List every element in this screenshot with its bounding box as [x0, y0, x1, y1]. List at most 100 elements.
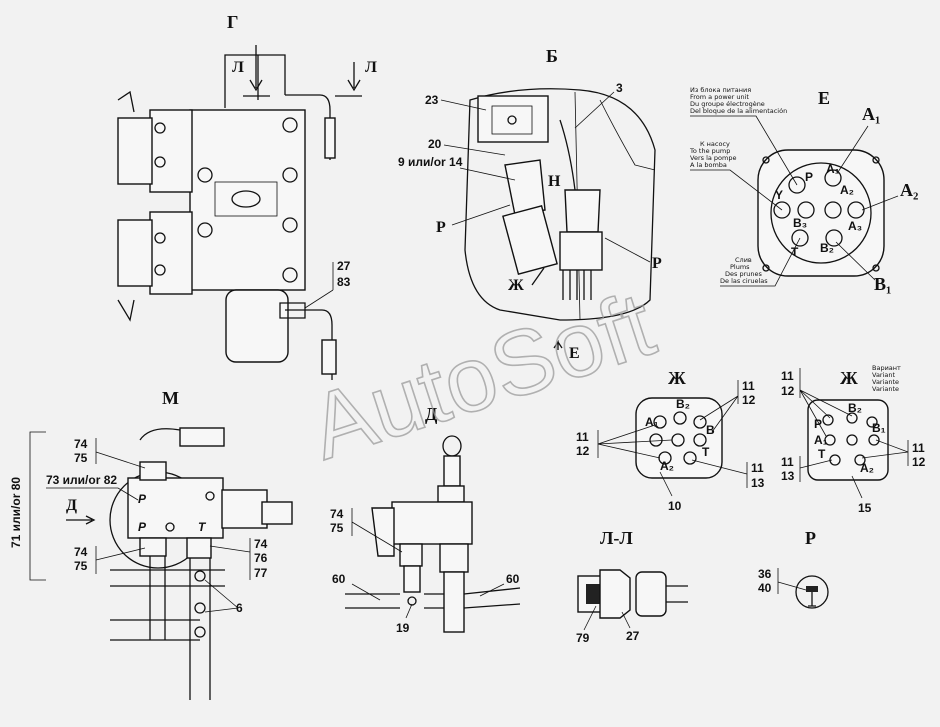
controller-screen	[491, 105, 533, 135]
port-a1: A₁	[826, 162, 840, 176]
zh1-callout-12b: 12	[576, 444, 590, 458]
bottom-right-pipe	[285, 309, 333, 380]
callout-20: 20	[428, 137, 442, 151]
zh2-callout-11c: 11	[781, 455, 794, 469]
view-d-title: Д	[425, 404, 438, 424]
lower-horizontal-pipes	[110, 619, 200, 641]
m-callout-77: 77	[254, 566, 268, 580]
actuator-body	[221, 489, 268, 529]
zh1-port-b2: B₂	[676, 397, 690, 411]
note-drain: Слив Plums Des prunes De las ciruelas	[720, 237, 801, 287]
upper-hose-fitting	[179, 427, 225, 447]
zh1-port-b: B	[706, 423, 715, 437]
note-pump: К насосу To the pump Vers la pompe A la …	[689, 140, 783, 211]
d-lower-stem	[403, 565, 421, 593]
d-callout-75: 75	[330, 521, 344, 535]
port-a3: A₃	[848, 219, 862, 233]
d-top-nut	[437, 485, 465, 503]
m-port-p-bottom: P	[138, 520, 147, 534]
mark-zh: Ж	[508, 277, 524, 294]
view-zh1-title: Ж	[668, 368, 686, 388]
zh1-callout-12a: 12	[742, 393, 756, 407]
left-vertical-pipes	[149, 556, 166, 640]
d-handle	[371, 507, 395, 557]
zh1-callout-11c: 11	[751, 461, 764, 475]
callout-27: 27	[337, 259, 351, 273]
zh2-port-b1: B₁	[872, 421, 886, 435]
view-m-title: М	[162, 388, 179, 408]
zh1-port-t: T	[702, 445, 710, 459]
variant-ru: Вариант	[872, 364, 901, 372]
view-zh2-title: Ж	[840, 368, 858, 388]
ll-body	[599, 569, 631, 619]
leader-27-83	[304, 262, 334, 309]
arrow-e	[553, 339, 563, 350]
svg-text:Du groupe électrogène: Du groupe électrogène	[690, 100, 765, 108]
zh1-plate	[635, 397, 723, 479]
joystick-left-base	[502, 204, 558, 276]
d-actuator	[391, 501, 473, 545]
m-callout-74b: 74	[74, 545, 88, 559]
callout-83: 83	[337, 275, 351, 289]
callout-a2: A₂	[900, 180, 918, 200]
valve-body	[189, 109, 306, 291]
zh1-port-a1: A₁	[645, 415, 659, 429]
view-g-title: Г	[227, 12, 238, 32]
m-callout-73-82: 73 или/or 82	[46, 473, 117, 487]
upper-coil	[117, 117, 153, 185]
fitting-74-76-77	[186, 537, 212, 559]
view-g: Г Л Л	[117, 12, 377, 380]
vertical-pipes	[189, 558, 211, 700]
zh1-callout-10: 10	[668, 499, 682, 513]
m-callout-6: 6	[236, 601, 243, 615]
variant-en: Variant	[872, 371, 896, 379]
view-b: Б 23 20 9 или/or 14 3 Р Р Н Ж Е	[398, 46, 662, 362]
section-mark-right: Л	[365, 59, 377, 76]
zh2-callout-13: 13	[781, 469, 795, 483]
callout-b1: B₁	[874, 274, 891, 294]
port-p: P	[805, 170, 813, 184]
callout-a1: A₁	[862, 104, 880, 124]
callout-23: 23	[425, 93, 439, 107]
zh1-port-a2: A₂	[660, 459, 674, 473]
d-fitting-74-75	[399, 543, 423, 567]
zh1-callout-13: 13	[751, 476, 765, 490]
right-base-wires	[562, 270, 592, 300]
m-callout-75b: 75	[74, 559, 88, 573]
m-callout-74a: 74	[74, 437, 88, 451]
m-callout-74c: 74	[254, 537, 268, 551]
section-mark-left: Л	[232, 59, 244, 76]
zh1-ports	[649, 411, 707, 465]
zh2-port-a2: A₂	[860, 461, 874, 475]
ll-callout-27: 27	[626, 629, 640, 643]
view-zh-1: Ж B₂ A₁ B A₂ T 11 12 11 12 11 13 10	[576, 368, 765, 513]
zh2-ports	[822, 412, 880, 466]
view-e: Е P Y A₂ A₁ B₃ A₃ T B₂ A₁ A₂ B₁ Из блока…	[689, 86, 918, 294]
port-plate	[757, 149, 885, 277]
pipe-fitting-bottom	[321, 339, 337, 375]
view-ll: Л-Л 79 27	[576, 528, 688, 645]
mark-h: Н	[548, 173, 561, 190]
port-b2: B₂	[820, 241, 834, 255]
port-y: Y	[775, 188, 783, 202]
variant-es: Variante	[872, 385, 899, 393]
view-b-title: Б	[546, 46, 558, 66]
pipe-frame	[224, 54, 286, 108]
port-t: T	[791, 245, 799, 259]
section-arrow-left	[249, 45, 263, 92]
lower-solenoid	[149, 211, 193, 295]
joystick-right-base	[559, 231, 603, 271]
section-arrow-right	[347, 62, 361, 92]
svg-text:Plums: Plums	[730, 263, 750, 271]
r-key	[806, 586, 818, 592]
view-m: М 71 или/or 80 P P T 74 75 73 или/or 82 …	[9, 388, 293, 700]
svg-text:A la bomba: A la bomba	[690, 161, 727, 169]
zh2-port-a1: A₁	[814, 433, 828, 447]
coil-terminals	[117, 90, 135, 322]
svg-text:К насосу: К насосу	[700, 140, 730, 148]
d-right-fitting	[439, 543, 469, 573]
svg-text:From a power unit: From a power unit	[690, 93, 749, 101]
zh2-callout-11a: 11	[781, 369, 794, 383]
note-power-unit: Из блока питания From a power unit Du gr…	[690, 86, 798, 186]
